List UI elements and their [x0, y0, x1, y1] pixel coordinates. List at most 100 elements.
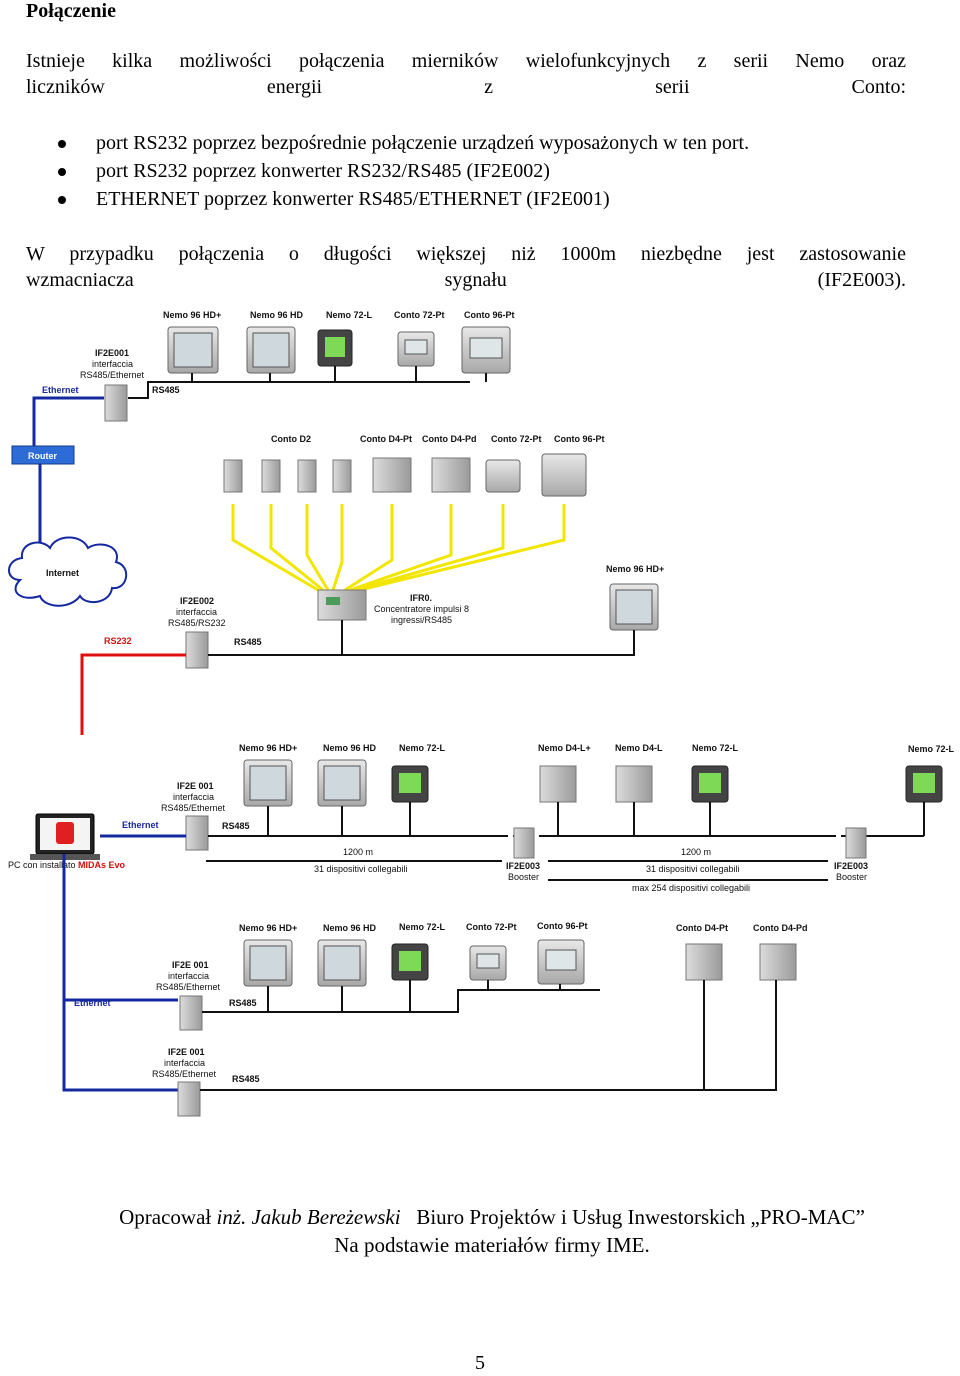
- pc-label: PC con installato MIDAs Evo: [8, 860, 126, 870]
- device-label: Nemo 72-L: [908, 744, 955, 754]
- list-item-text: port RS232 poprzez bezpośrednie połączen…: [96, 132, 750, 154]
- device-label: Conto D2: [271, 434, 311, 444]
- device-label: Nemo 96 HD: [323, 923, 377, 933]
- device-label: Conto D4-Pt: [676, 923, 728, 933]
- pulse-wires: [231, 504, 566, 592]
- interface-desc: interfaccia: [173, 792, 214, 802]
- device-label: Nemo 96 HD+: [239, 743, 297, 753]
- note-line-2: wzmacniacza sygnału (IF2E003).: [26, 269, 906, 291]
- device-label: Conto 96-Pt: [464, 310, 515, 320]
- footer-prefix: Opracował: [119, 1205, 217, 1229]
- device-label: Conto 96-Pt: [537, 921, 588, 931]
- ethernet-label: Ethernet: [42, 385, 79, 395]
- device-label: Nemo 72-L: [399, 922, 446, 932]
- interface-name: IF2E 001: [168, 1047, 205, 1057]
- meter-icon: [261, 459, 281, 493]
- intro-line-1: Istnieje kilka możliwości połączenia mie…: [26, 50, 906, 72]
- device-label: Nemo D4-L: [615, 743, 663, 753]
- device-count-label: 31 dispositivi collegabili: [646, 864, 740, 874]
- footer-organization: Biuro Projektów i Usług Inwestorskich „P…: [400, 1205, 865, 1229]
- meter-icon: [223, 459, 243, 493]
- bullet-icon: [58, 196, 66, 204]
- interface-desc: RS485/Ethernet: [156, 982, 221, 992]
- meter-icon: [759, 943, 797, 981]
- converter-icon: [177, 1081, 201, 1117]
- meter-icon: [332, 459, 352, 493]
- converter-icon: [179, 995, 203, 1031]
- concentrator-desc: Concentratore impulsi 8: [374, 604, 469, 614]
- meter-icon: [685, 943, 723, 981]
- booster-desc: Booster: [508, 872, 539, 882]
- ethernet-wire: [32, 396, 104, 446]
- interface-desc: interfaccia: [176, 607, 217, 617]
- converter-icon: [185, 631, 209, 669]
- interface-desc: RS485/Ethernet: [80, 370, 145, 380]
- page-title: Połączenie: [26, 0, 116, 22]
- list-item-text: port RS232 poprzez konwerter RS232/RS485…: [96, 160, 550, 182]
- meter-icon: [297, 459, 317, 493]
- ethernet-label: Ethernet: [74, 998, 111, 1008]
- device-count-label: 31 dispositivi collegabili: [314, 864, 408, 874]
- device-label: Conto 72-Pt: [491, 434, 542, 444]
- interface-name: IF2E001: [95, 348, 129, 358]
- interface-desc: interfaccia: [164, 1058, 205, 1068]
- booster-desc: Booster: [836, 872, 867, 882]
- note-paragraph: W przypadku połączenia o długości większ…: [26, 241, 906, 293]
- footer-source: Na podstawie materiałów firmy IME.: [334, 1233, 650, 1257]
- device-label: Nemo 96 HD+: [239, 923, 297, 933]
- list-item-text: ETHERNET poprzez konwerter RS485/ETHERNE…: [96, 188, 610, 210]
- router-label: Router: [28, 451, 57, 461]
- footer: Opracował inż. Jakub Bereżewski Biuro Pr…: [52, 1203, 932, 1259]
- interface-desc: interfaccia: [92, 359, 133, 369]
- meter-icon: [615, 765, 653, 803]
- ethernet-label: Ethernet: [122, 820, 159, 830]
- booster-name: IF2E003: [506, 861, 540, 871]
- device-label: Conto D4-Pd: [422, 434, 477, 444]
- intro-paragraph: Istnieje kilka możliwości połączenia mie…: [26, 48, 906, 100]
- footer-credit: Opracował inż. Jakub Bereżewski Biuro Pr…: [52, 1203, 932, 1231]
- diagram-ethernet-section-1: Nemo 96 HD+ Nemo 96 HD Nemo 72-L Conto 7…: [32, 310, 515, 446]
- bullet-icon: [58, 140, 66, 148]
- ethernet-wire: [62, 854, 178, 1092]
- device-label: Conto 72-Pt: [466, 922, 517, 932]
- note-line-1: W przypadku połączenia o długości większ…: [26, 243, 906, 265]
- device-label: Nemo 72-L: [326, 310, 373, 320]
- interface-desc: interfaccia: [168, 971, 209, 981]
- device-label: Conto D4-Pd: [753, 923, 808, 933]
- device-label: Conto 72-Pt: [394, 310, 445, 320]
- device-label: Nemo 72-L: [692, 743, 739, 753]
- rs485-label: RS485: [222, 821, 250, 831]
- interface-desc: RS485/Ethernet: [161, 803, 226, 813]
- device-label: Conto D4-Pt: [360, 434, 412, 444]
- distance-label: 1200 m: [681, 847, 711, 857]
- converter-icon: [185, 815, 209, 851]
- interface-name: IF2E 001: [172, 960, 209, 970]
- rs485-label: RS485: [152, 385, 180, 395]
- interface-name: IF2E 001: [177, 781, 214, 791]
- interface-desc: RS485/RS232: [168, 618, 226, 628]
- booster-icon: [845, 827, 867, 859]
- concentrator-name: IFR0.: [410, 593, 432, 603]
- diagram-ethernet-section-4: Nemo 96 HD+ Nemo 96 HD Nemo 72-L Conto 7…: [74, 921, 808, 1117]
- meter-icon: [431, 457, 471, 493]
- converter-icon: [104, 384, 128, 422]
- interface-name: IF2E002: [180, 596, 214, 606]
- device-label: Nemo 96 HD: [250, 310, 304, 320]
- internet-label: Internet: [46, 568, 79, 578]
- distance-label: 1200 m: [343, 847, 373, 857]
- device-label: Nemo 96 HD+: [163, 310, 221, 320]
- device-label: Conto 96-Pt: [554, 434, 605, 444]
- device-label: Nemo D4-L+: [538, 743, 591, 753]
- device-label: Nemo 72-L: [399, 743, 446, 753]
- rs485-wire: [202, 989, 600, 1013]
- rs485-wire: [208, 630, 635, 656]
- device-label: Nemo 96 HD: [323, 743, 377, 753]
- booster-icon: [513, 827, 535, 859]
- rs485-wire: [200, 980, 777, 1091]
- max-devices-label: max 254 dispositivi collegabili: [632, 883, 750, 893]
- router-icon: [11, 445, 75, 465]
- page-number: 5: [475, 1352, 485, 1374]
- device-label: Nemo 96 HD+: [606, 564, 664, 574]
- rs485-wire: [128, 381, 470, 399]
- meter-icon: [485, 459, 521, 493]
